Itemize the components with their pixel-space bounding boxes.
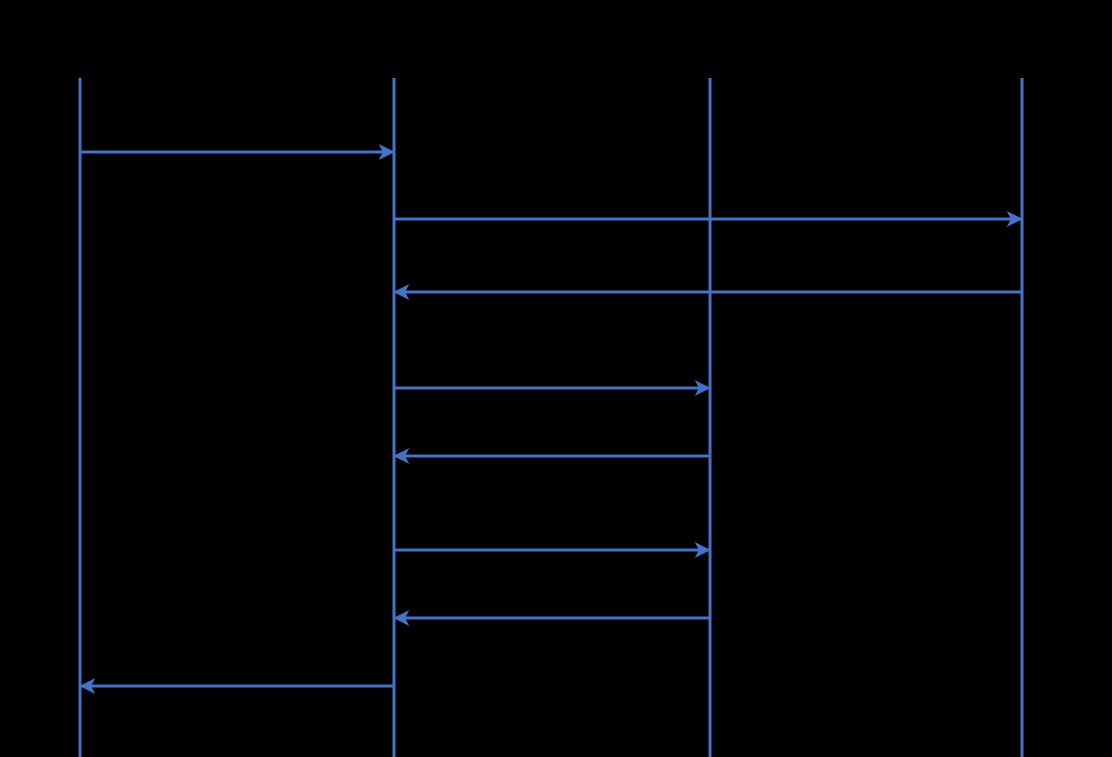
diagram-canvas	[78, 78, 1024, 757]
sequence-diagram-svg	[78, 78, 1024, 757]
